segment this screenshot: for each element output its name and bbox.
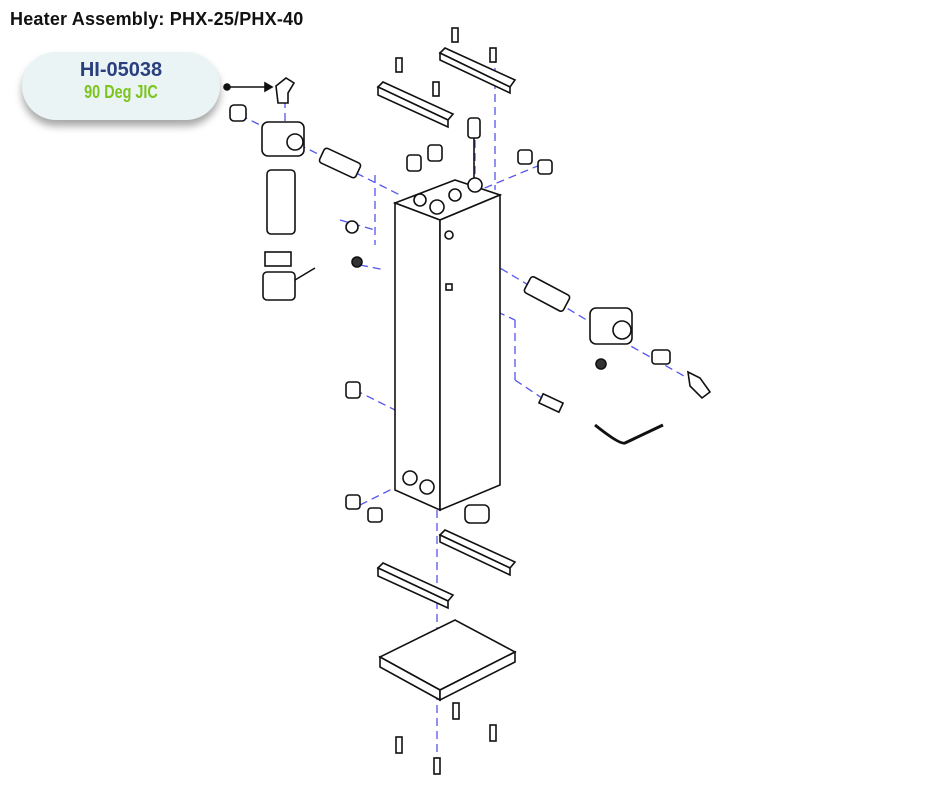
page-title: Heater Assembly: PHX-25/PHX-40 [10, 9, 304, 29]
right-components[interactable] [517, 149, 712, 445]
heater-block[interactable] [392, 179, 503, 512]
callout-arrow [223, 81, 274, 93]
base-plate[interactable] [378, 619, 517, 702]
top-fittings[interactable] [406, 117, 483, 215]
mounting-brackets[interactable] [376, 47, 517, 610]
left-components[interactable] [229, 77, 490, 524]
screws [395, 27, 497, 775]
part-number: HI-05038 [79, 59, 163, 81]
part-callout[interactable]: HI-05038 90 Deg JIC [22, 52, 220, 120]
part-description: 90 Deg JIC [84, 82, 158, 102]
